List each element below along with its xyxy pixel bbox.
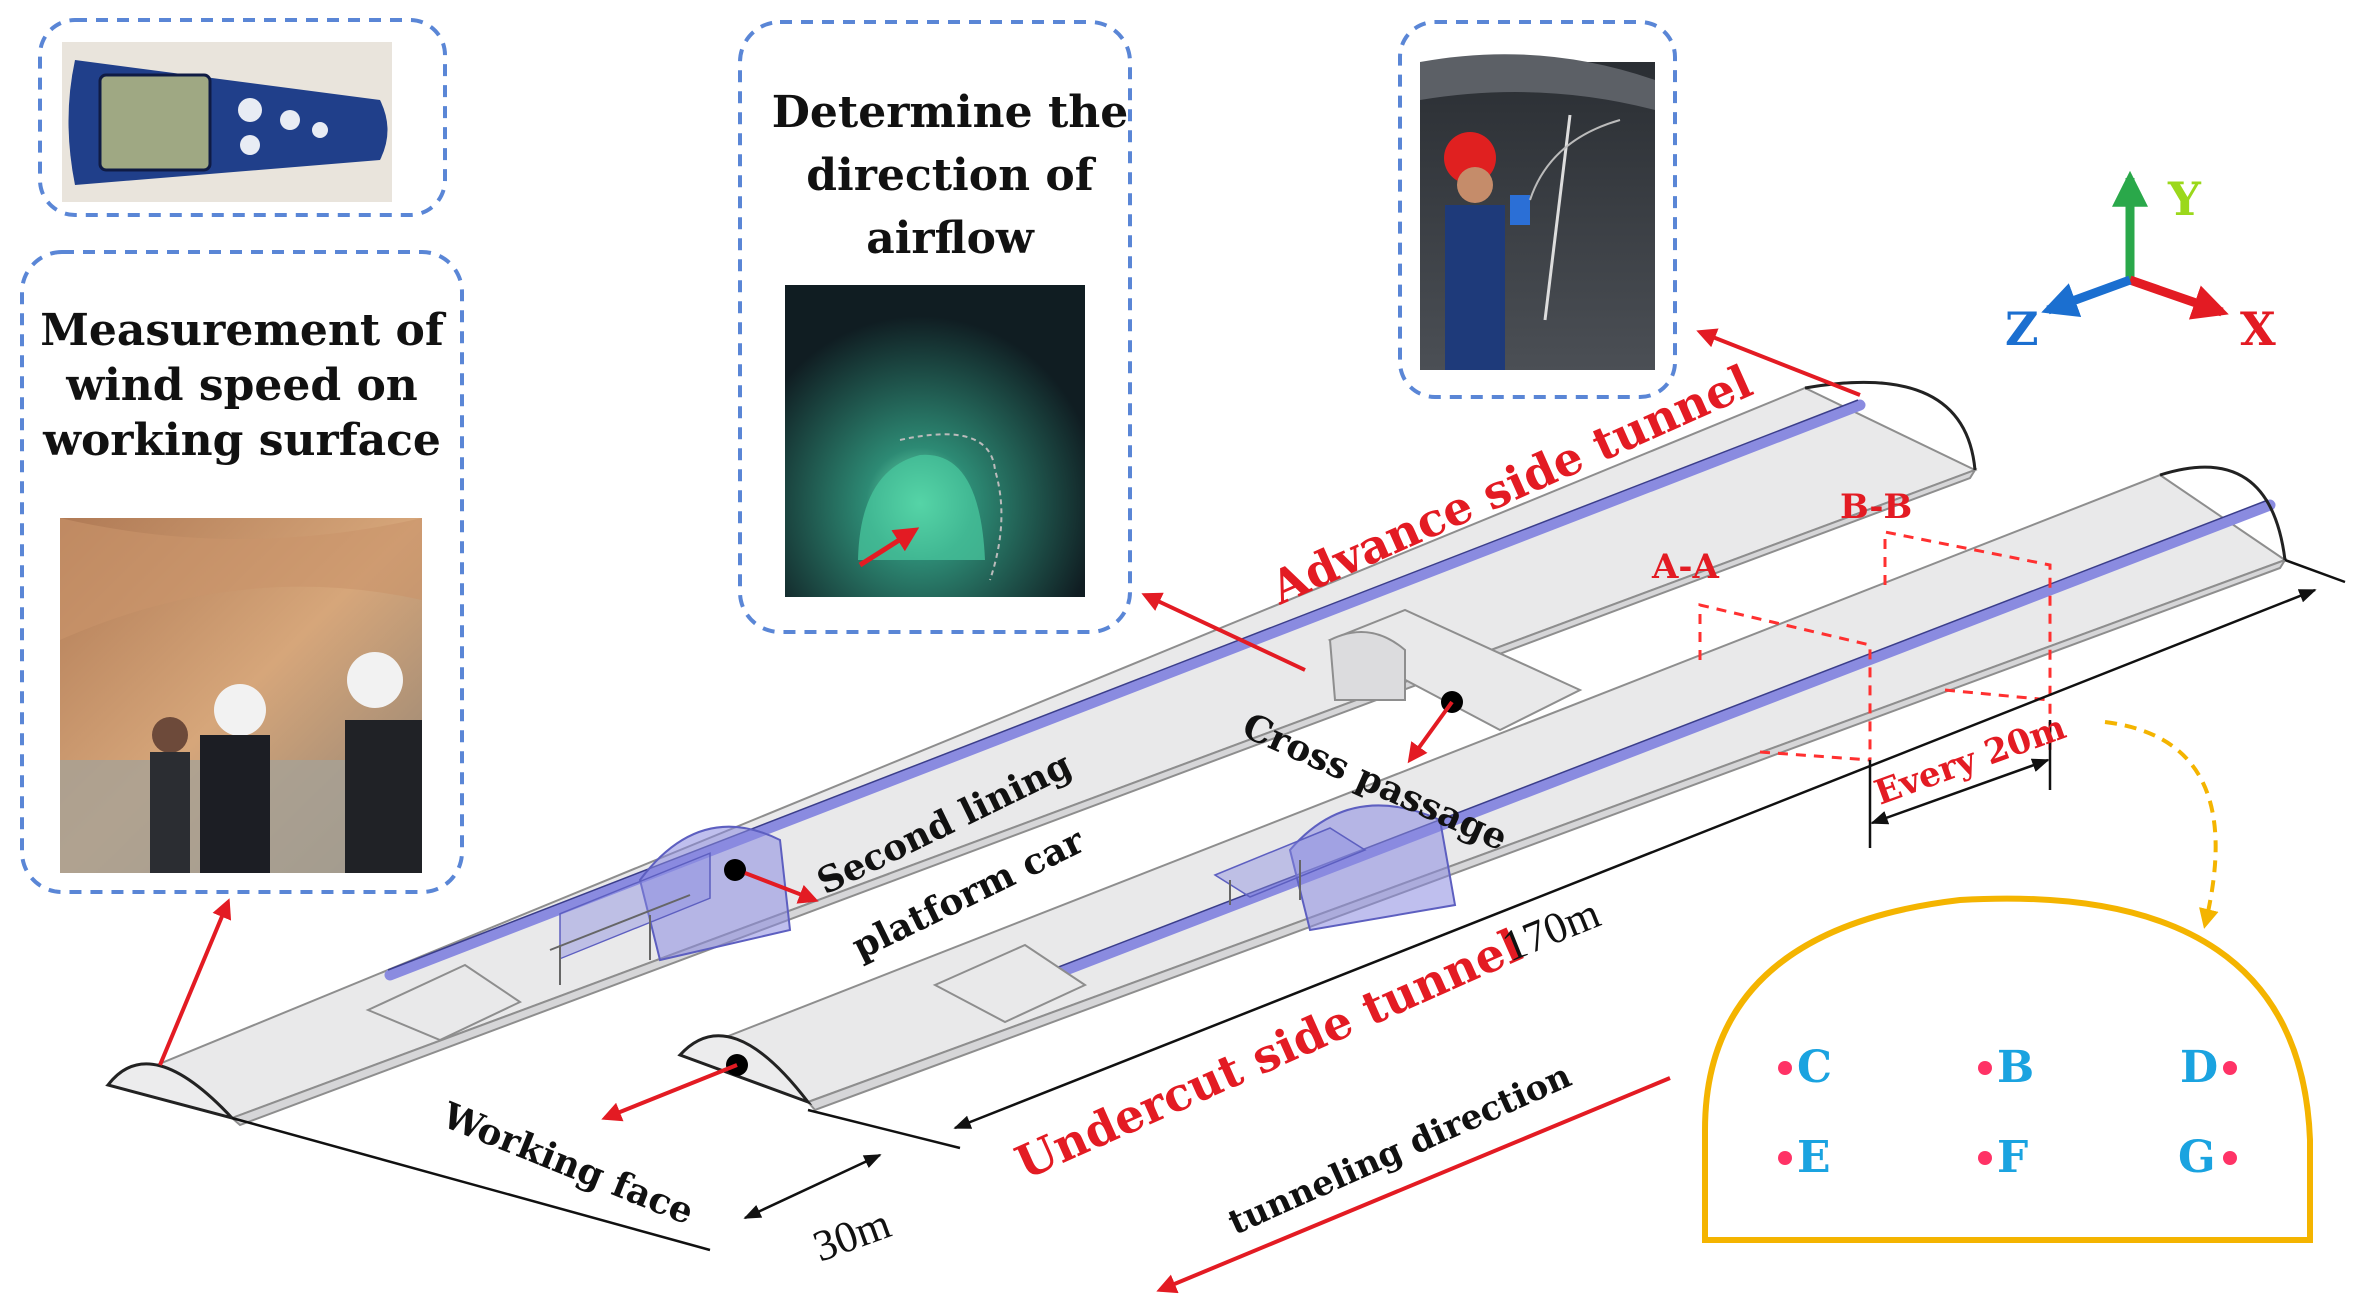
person-with-anemometer-photo [1420,54,1655,370]
tunnel-cross-section: C B D E F G [1702,720,2313,1243]
airflow-direction-panel: Determine the direction of airflow [738,20,1132,634]
section-a-label: A-A [1651,547,1719,587]
anemometer-panel [38,18,447,217]
axis-y-label: Y [2167,172,2202,226]
point-b: B [1997,1042,2034,1093]
axis-z-label: Z [2005,302,2039,356]
coordinate-axes: Y X Z [2005,170,2276,356]
every-interval-label: Every 20m [1869,707,2071,813]
axis-x-label: X [2240,302,2276,356]
point-c: C [1797,1042,1832,1093]
point-e: E [1797,1132,1831,1183]
direction-title-2: direction of [806,150,1096,201]
measurement-panel: Measurement of wind speed on working sur… [20,250,464,894]
indicator-arrows [158,328,1861,1294]
point-g: G [2178,1132,2216,1183]
second-lining-platform-car-advance [549,825,792,985]
point-f: F [1997,1132,2028,1183]
person-measuring-panel [1398,20,1677,399]
tunneling-direction-label: tunneling direction [1222,1056,1577,1243]
dimension-lines [231,558,2346,1252]
direction-title-3: airflow [866,213,1035,264]
measurement-title-1: Measurement of [40,305,447,356]
width-30-label: 30m [807,1199,897,1272]
point-d: D [2180,1042,2218,1093]
working-face-label: Working face [436,1094,700,1233]
tunnel-airflow-photo [785,285,1085,597]
section-b-label: B-B [1840,487,1912,527]
length-170-label: 170m [1495,888,1606,971]
workers-in-tunnel-photo [60,518,422,873]
handheld-anemometer-photo [62,42,392,202]
measurement-title-3: working surface [42,415,441,466]
direction-title-1: Determine the [772,87,1129,138]
measurement-title-2: wind speed on [65,360,418,411]
